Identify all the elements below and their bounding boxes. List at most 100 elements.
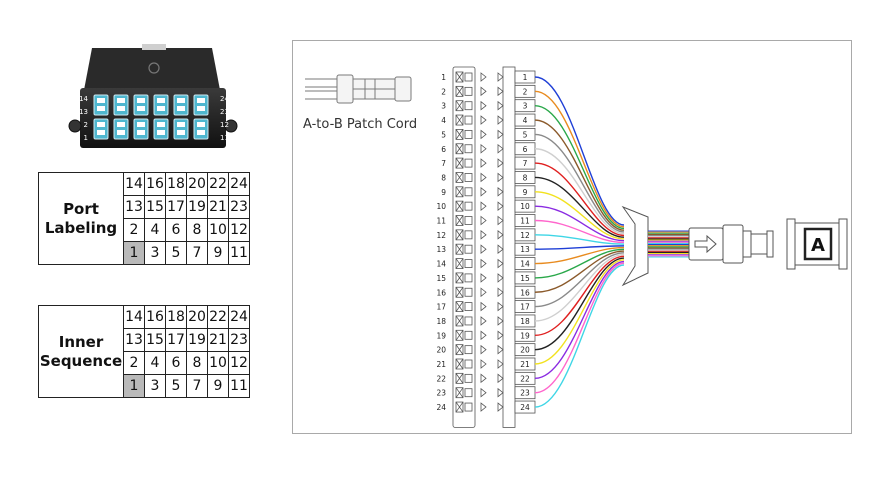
cassette-port-slot	[137, 98, 145, 103]
port-labeling-cell: 12	[228, 218, 250, 242]
left-connector-hatch	[455, 243, 464, 255]
inner-sequence-cell: 22	[207, 305, 229, 329]
cassette-port-slot	[117, 106, 125, 111]
connector-arrow-icon	[497, 287, 504, 298]
fiber-line	[534, 90, 625, 228]
cassette-port-slot	[197, 106, 205, 111]
connector-arrow-icon	[497, 100, 504, 111]
connector-arrow-icon	[497, 373, 504, 384]
connector-arrow-icon	[480, 129, 487, 140]
left-connector-hatch	[455, 100, 464, 111]
cassette-port-slot	[197, 122, 205, 127]
right-fiber-number: 4	[523, 116, 528, 125]
inner-sequence-cell: 24	[228, 305, 250, 329]
left-connector-ferrule	[464, 244, 473, 254]
left-connector-ferrule	[464, 287, 473, 297]
right-fiber-number: 23	[520, 389, 530, 398]
inner-sequence-cell: 6	[165, 351, 187, 375]
fiber-line	[534, 76, 625, 226]
left-connector-ferrule	[464, 115, 473, 125]
right-fiber-number: 10	[520, 202, 530, 211]
right-fiber-number: 21	[520, 360, 530, 369]
left-fiber-number: 7	[441, 159, 446, 168]
fiber-line	[534, 260, 625, 380]
inner-sequence-cell: 11	[228, 374, 250, 398]
left-connector-hatch	[455, 373, 464, 384]
connector-arrow-icon	[480, 344, 487, 355]
left-fiber-number: 9	[441, 188, 446, 197]
left-fiber-number: 10	[436, 202, 446, 211]
connector-arrow-icon	[497, 301, 504, 312]
cassette-port-slot	[177, 122, 185, 127]
inner-sequence-cell-highlighted: 1	[123, 374, 145, 398]
inner-sequence-cell: 7	[186, 374, 208, 398]
right-fiber-number: 18	[520, 317, 530, 326]
fiber-line	[534, 205, 625, 242]
right-fiber-number: 14	[520, 260, 530, 269]
left-connector-hatch	[455, 301, 464, 312]
left-connector-ferrule	[464, 187, 473, 197]
left-connector-hatch	[455, 287, 464, 298]
fiber-line	[534, 246, 625, 265]
left-connector-ferrule	[464, 373, 473, 383]
inner-sequence-cell: 18	[165, 305, 187, 329]
fiber-line	[534, 252, 625, 308]
fiber-line	[534, 248, 625, 279]
cassette-label-right-1: 23	[220, 108, 229, 116]
inner-sequence-cell: 13	[123, 328, 145, 352]
fiber-line	[534, 259, 625, 365]
right-fiber-number: 22	[520, 374, 530, 383]
right-fiber-number: 7	[523, 159, 528, 168]
left-fiber-number: 17	[436, 303, 446, 312]
right-fiber-number: 17	[520, 303, 530, 312]
patch-cord-icon	[305, 74, 412, 104]
fiber-line	[534, 162, 625, 237]
left-fiber-number: 20	[436, 346, 446, 355]
port-labeling-cell: 16	[144, 172, 166, 196]
connector-arrow-icon	[497, 115, 504, 125]
cassette-port-slot	[117, 98, 125, 103]
port-labeling-cell: 19	[186, 195, 208, 219]
fiber-line	[534, 253, 625, 322]
left-connector-ferrule	[464, 130, 473, 139]
cassette-port-slot	[117, 122, 125, 127]
left-fiber-number: 6	[441, 145, 446, 154]
port-labeling-cell: 18	[165, 172, 187, 196]
left-connector-ferrule	[464, 158, 473, 168]
connector-arrow-icon	[480, 330, 487, 341]
left-connector-hatch	[455, 200, 464, 212]
port-labeling-cell: 4	[144, 218, 166, 242]
patch-cord-label: A-to-B Patch Cord	[303, 117, 417, 132]
cassette-port-slot	[157, 122, 165, 127]
connector-arrow-icon	[480, 158, 487, 168]
inner-sequence-cell: 5	[165, 374, 187, 398]
connector-arrow-icon	[480, 258, 487, 269]
cassette-port-slot	[97, 98, 105, 103]
cassette-port-slot	[177, 98, 185, 103]
connector-arrow-icon	[497, 273, 504, 283]
left-fiber-number: 15	[436, 274, 446, 283]
cassette-label-left-0: 14	[79, 95, 88, 103]
right-fiber-number: 2	[523, 87, 528, 96]
inner-sequence-cell: 8	[186, 351, 208, 375]
connector-arrow-icon	[480, 172, 487, 183]
right-fiber-number: 12	[520, 231, 530, 240]
left-connector-ferrule	[464, 72, 473, 82]
right-fiber-number: 1	[523, 73, 528, 82]
left-connector-hatch	[455, 215, 464, 226]
right-fiber-number: 3	[523, 102, 528, 111]
connector-arrow-icon	[497, 158, 504, 168]
left-connector-hatch	[455, 315, 464, 327]
left-connector-ferrule	[464, 388, 473, 398]
cassette-port-slot	[157, 98, 165, 103]
right-fiber-number: 11	[520, 217, 530, 226]
port-labeling-cell: 15	[144, 195, 166, 219]
fanout-boot	[621, 205, 649, 287]
connector-arrow-icon	[497, 230, 504, 240]
connector-arrow-icon	[480, 244, 487, 255]
connector-arrow-icon	[497, 201, 504, 211]
adapter-a-icon	[786, 218, 848, 270]
right-fiber-number: 5	[523, 130, 528, 139]
port-labeling-cell: 7	[186, 241, 208, 265]
